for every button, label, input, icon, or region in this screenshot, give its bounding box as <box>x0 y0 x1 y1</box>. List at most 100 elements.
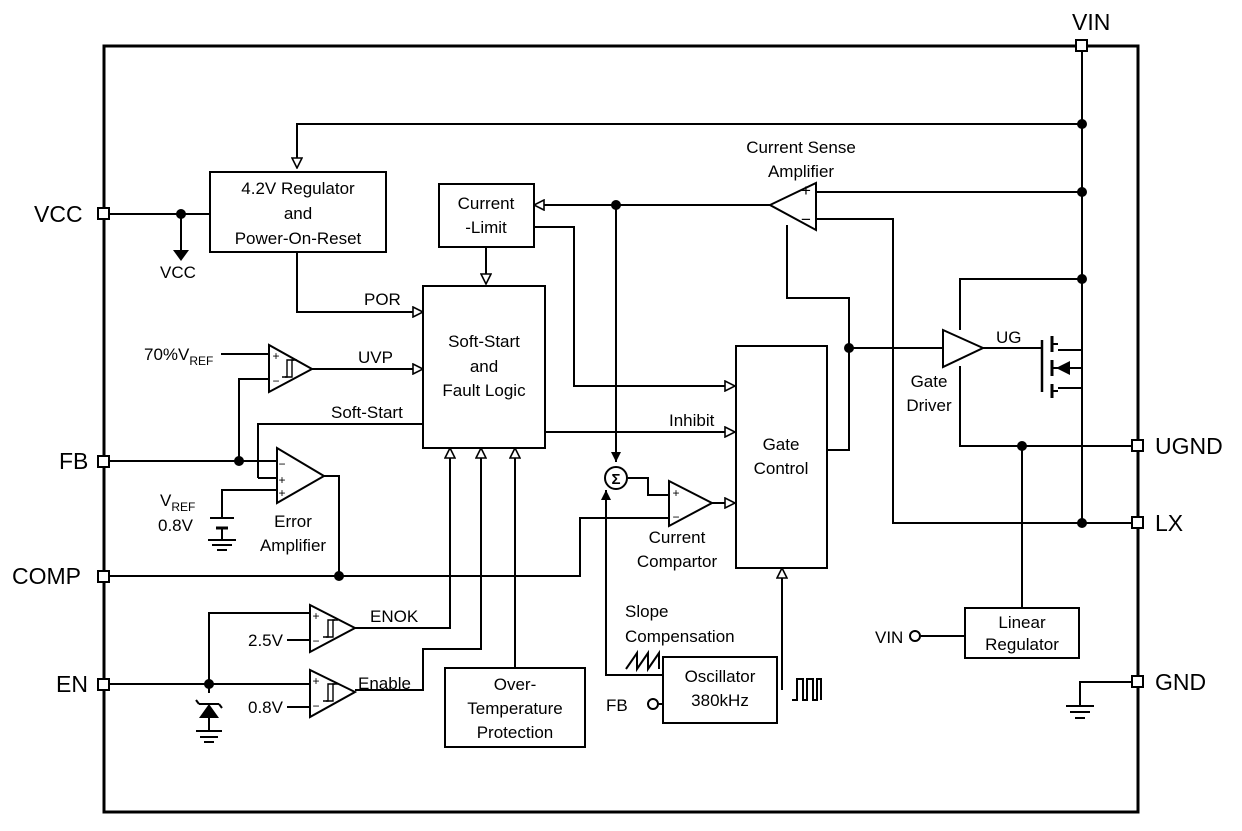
oscillator-line-2: 380kHz <box>691 691 749 710</box>
gate-driver <box>942 328 986 369</box>
vin-lin-terminal <box>909 630 921 642</box>
oscillator-block: Oscillator 380kHz <box>662 656 778 724</box>
linear-regulator-line-2: Regulator <box>985 635 1059 654</box>
vref70-main: 70%V <box>144 345 190 364</box>
uvp-label: UVP <box>358 348 393 367</box>
oscillator-line-1: Oscillator <box>685 667 756 686</box>
error-amp-plus-1: + <box>278 473 285 487</box>
pin-label-fb: FB <box>59 448 88 474</box>
pin-ugnd <box>1131 439 1144 452</box>
pin-label-gnd: GND <box>1155 669 1206 695</box>
csa-label-1: Current Sense <box>746 138 856 157</box>
gate-control-block: Gate Control <box>735 345 828 569</box>
pin-label-vin: VIN <box>1072 9 1110 35</box>
vref-battery-icon <box>208 517 236 551</box>
sawtooth-icon <box>625 649 660 673</box>
summing-node: Σ <box>604 466 628 490</box>
otp-block: Over- Temperature Protection <box>444 667 586 748</box>
hysteresis-icon <box>323 619 335 638</box>
regulator-line-1: 4.2V Regulator <box>241 179 355 198</box>
uvp-plus: + <box>272 349 279 363</box>
ug-label: UG <box>996 328 1022 347</box>
error-amp-plus-2: + <box>278 486 285 500</box>
regulator-line-3: Power-On-Reset <box>235 229 362 248</box>
current-comp-label-2: Compartor <box>637 552 718 571</box>
pin-fb <box>97 455 110 468</box>
soft-start-line-1: Soft-Start <box>448 332 520 351</box>
linear-regulator-block: Linear Regulator <box>964 607 1080 659</box>
csa-plus: + <box>801 181 811 200</box>
vref-main: V <box>160 491 172 510</box>
enok-comparator: + − <box>309 603 358 654</box>
fb-osc-terminal <box>647 698 659 710</box>
csa-minus: − <box>801 210 811 229</box>
pin-comp <box>97 570 110 583</box>
pulse-train-icon <box>792 678 822 701</box>
mosfet-icon <box>1040 336 1082 398</box>
vref-label: VREF <box>160 491 195 514</box>
vin-lin-label: VIN <box>875 628 903 647</box>
ccomp-minus: − <box>672 510 679 524</box>
otp-line-3: Protection <box>477 723 554 742</box>
vref-sub: REF <box>171 500 195 514</box>
pin-lx <box>1131 516 1144 529</box>
soft-start-block: Soft-Start and Fault Logic <box>422 285 546 449</box>
enable-comparator: + − <box>309 668 358 719</box>
error-amp-minus: − <box>278 457 285 471</box>
otp-line-2: Temperature <box>467 699 562 718</box>
enok-label: ENOK <box>370 607 419 626</box>
soft-start-line-2: and <box>470 357 498 376</box>
current-limit-block: Current -Limit <box>438 183 535 248</box>
zener-diode-icon <box>195 699 223 743</box>
slope-label-1: Slope <box>625 602 668 621</box>
enable-minus: − <box>312 699 319 713</box>
uvp-comparator: + − <box>268 343 315 394</box>
v08-label: 0.8V <box>248 698 284 717</box>
soft-start-line-3: Fault Logic <box>442 381 526 400</box>
slope-label-2: Compensation <box>625 627 735 646</box>
hysteresis-icon <box>282 359 294 378</box>
ccomp-plus: + <box>672 486 679 500</box>
fb-osc-label: FB <box>606 696 628 715</box>
chip-outline <box>102 44 1140 814</box>
current-limit-line-2: -Limit <box>465 218 507 237</box>
pin-label-vcc: VCC <box>34 201 83 227</box>
pin-label-en: EN <box>56 671 88 697</box>
gate-control-line-2: Control <box>754 459 809 478</box>
v25-label: 2.5V <box>248 631 284 650</box>
current-comparator: + − <box>668 479 715 528</box>
inhibit-label: Inhibit <box>669 411 715 430</box>
csa-label-2: Amplifier <box>768 162 834 181</box>
enable-plus: + <box>312 674 319 688</box>
enok-minus: − <box>312 634 319 648</box>
regulator-block: 4.2V Regulator and Power-On-Reset <box>209 171 387 253</box>
otp-line-1: Over- <box>494 675 537 694</box>
pins <box>97 39 1144 691</box>
gate-control-line-1: Gate <box>763 435 800 454</box>
hysteresis-icon <box>323 683 335 702</box>
pin-label-lx: LX <box>1155 510 1183 536</box>
uvp-minus: − <box>272 374 279 388</box>
linear-regulator-line-1: Linear <box>998 613 1046 632</box>
gate-driver-label-1: Gate <box>911 372 948 391</box>
sigma-symbol: Σ <box>611 471 620 488</box>
gate-driver-label-2: Driver <box>906 396 952 415</box>
current-limit-line-1: Current <box>458 194 515 213</box>
pin-vin <box>1075 39 1088 52</box>
pin-label-comp: COMP <box>12 563 81 589</box>
ground-icon <box>1066 705 1094 719</box>
pin-gnd <box>1131 675 1144 688</box>
junction-dots <box>176 119 1087 689</box>
error-amplifier: − + + <box>276 446 326 505</box>
error-amp-label-2: Amplifier <box>260 536 326 555</box>
enok-plus: + <box>312 609 319 623</box>
pin-vcc <box>97 207 110 220</box>
vcc-internal-label: VCC <box>160 263 196 282</box>
vref70-sub: REF <box>189 354 213 368</box>
soft-start-signal-label: Soft-Start <box>331 403 403 422</box>
current-comp-label-1: Current <box>649 528 706 547</box>
vref70-label: 70%VREF <box>144 345 213 368</box>
error-amp-label-1: Error <box>274 512 312 531</box>
current-sense-amplifier: + − <box>767 181 817 232</box>
